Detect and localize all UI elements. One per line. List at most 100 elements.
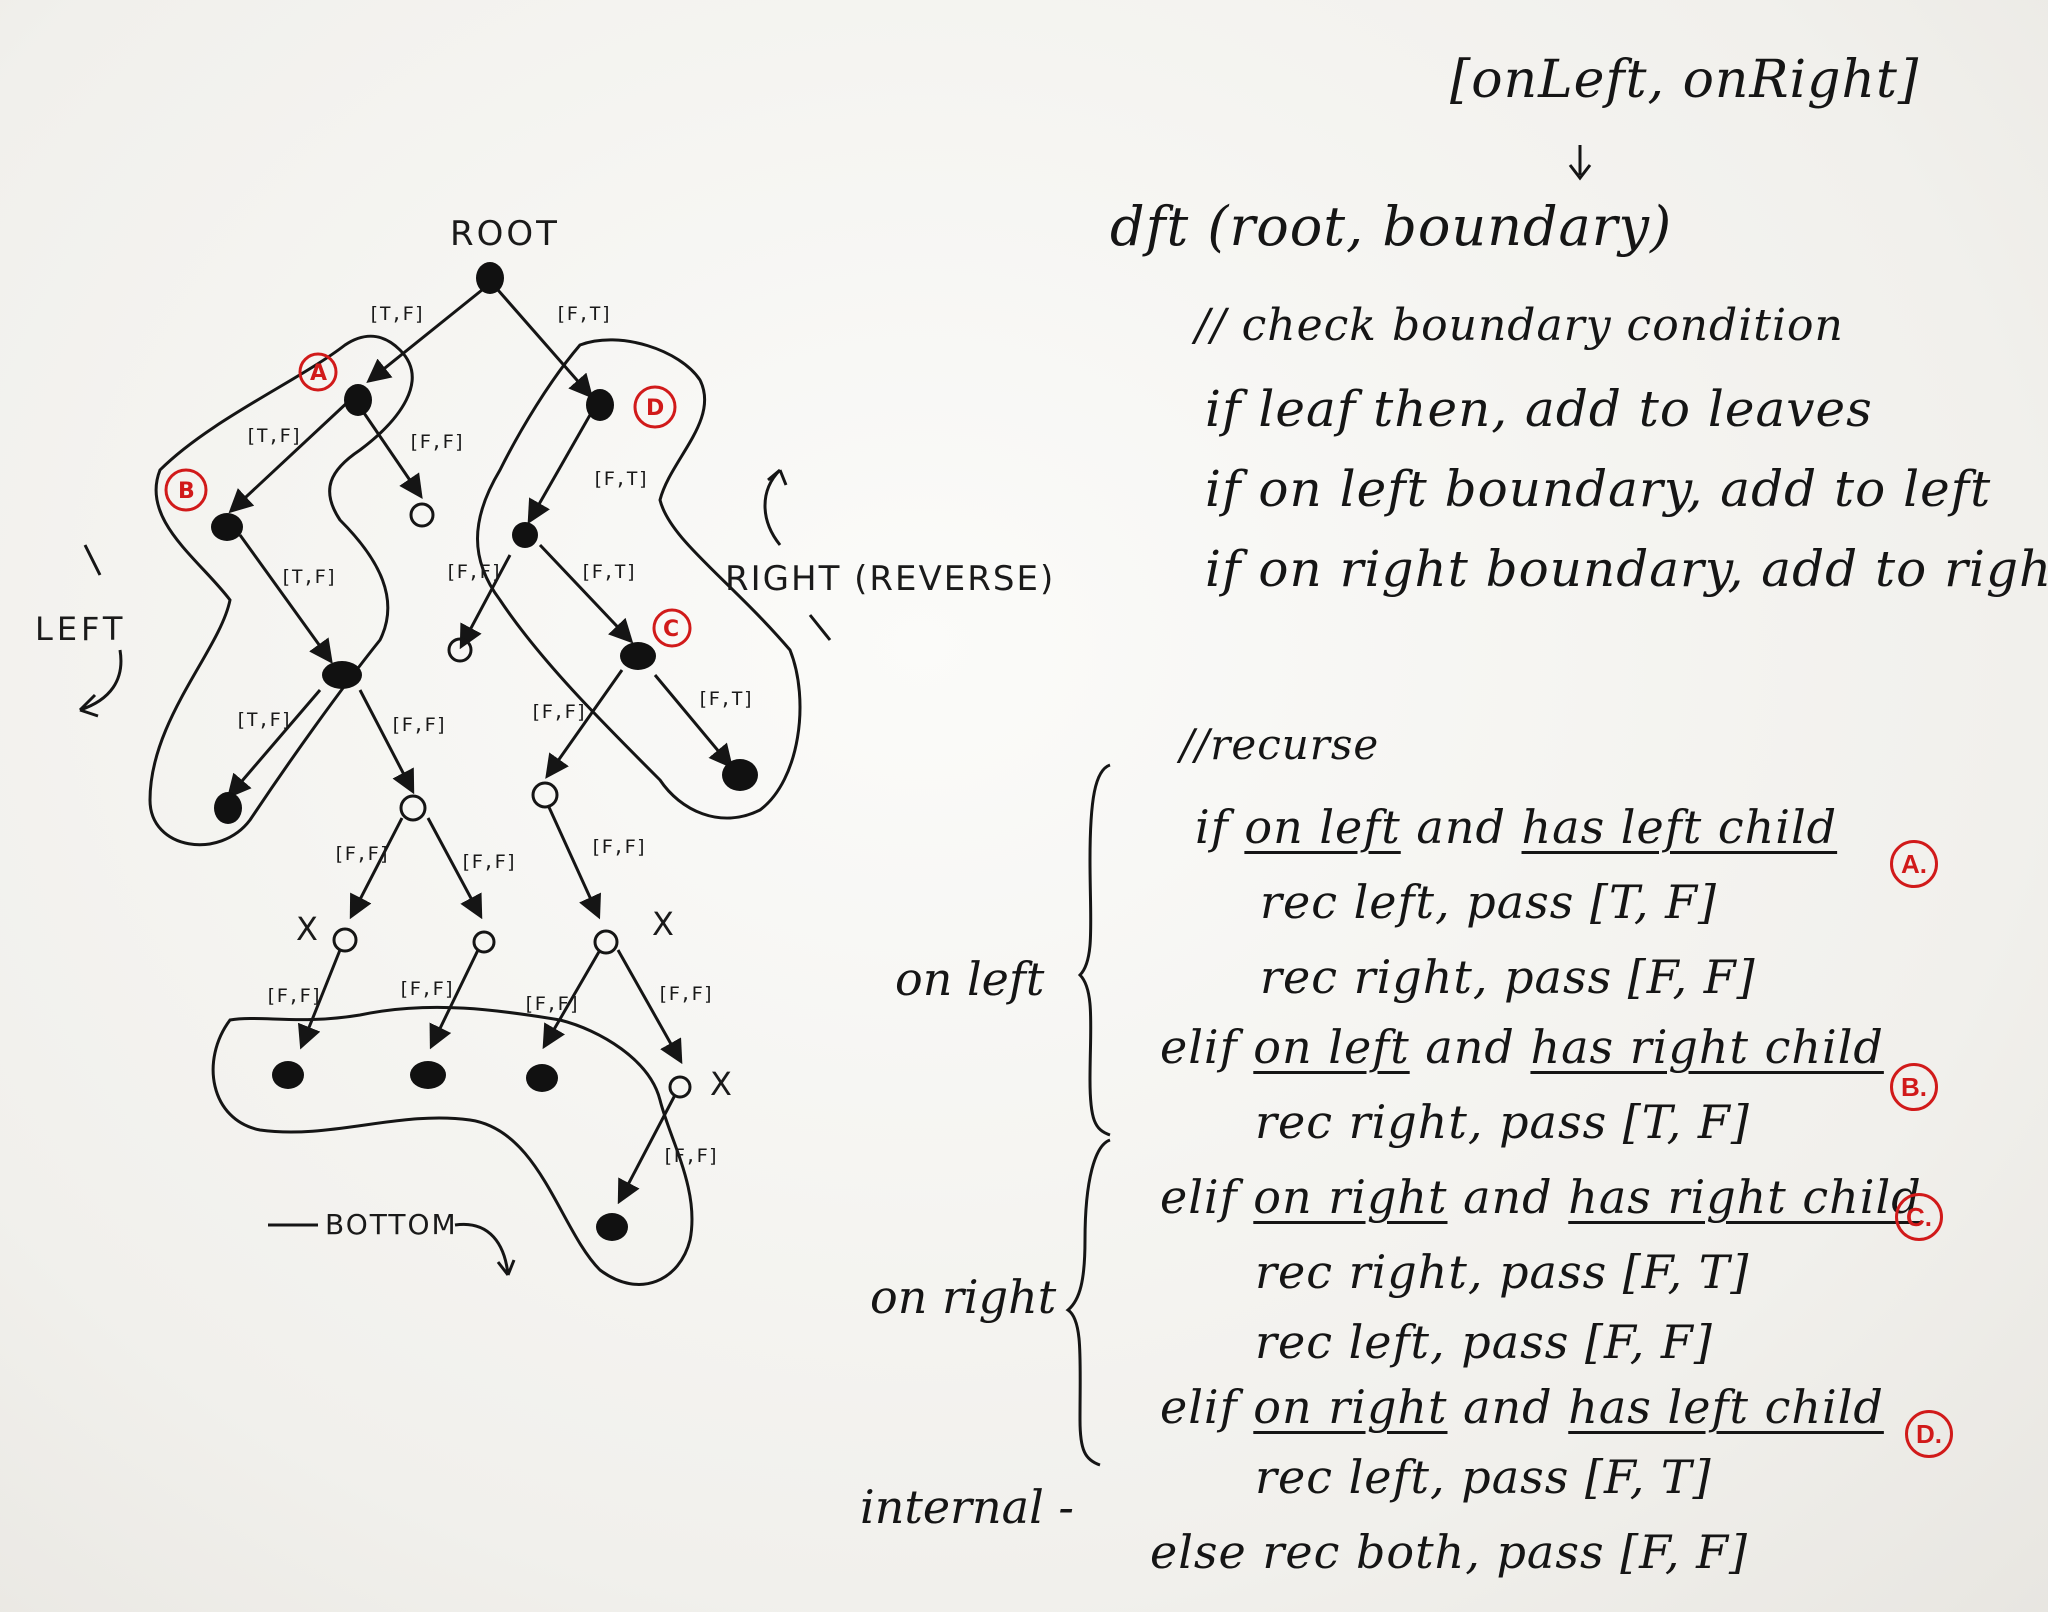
node-x1	[332, 927, 358, 953]
node-o5	[668, 1075, 692, 1099]
empty-nodes	[332, 502, 692, 1099]
check-comment: // check boundary condition	[1195, 300, 1844, 351]
rule-d-action-1: rec left, pass [F, T]	[1255, 1450, 1712, 1504]
rule-d-condition: elif on right and has left child	[1160, 1380, 1884, 1434]
edge-label-e-c: [F,T]	[580, 561, 637, 583]
rule-a-action-2: rec right, pass [F, F]	[1260, 950, 1756, 1004]
edge-o5-leaf	[617, 1094, 677, 1205]
rule-b-condition: elif on left and has right child	[1160, 1020, 1884, 1074]
edge-label-o5-leaf: [F,F]	[662, 1145, 719, 1167]
kw-and: and	[1425, 1020, 1515, 1074]
edge-label-root-a: [T,F]	[368, 303, 425, 325]
node-o1	[409, 502, 435, 528]
edge-o3-x	[546, 804, 601, 920]
tree-edges	[226, 288, 734, 1205]
edge-label-d-e: [F,T]	[592, 468, 649, 490]
edge-label-a-b: [T,F]	[245, 425, 302, 447]
cond-has-left-child: has left child	[1521, 800, 1838, 854]
rule-a-action-1: rec left, pass [T, F]	[1260, 875, 1717, 929]
bottom-boundary-loop	[211, 1005, 694, 1286]
cond-on-right: on right	[1253, 1380, 1448, 1434]
edge-e-c	[538, 543, 634, 644]
filled-nodes	[211, 262, 758, 1241]
badge-d: D.	[1905, 1410, 1953, 1458]
bottom-label: BOTTOM	[325, 1208, 458, 1241]
right-boundary-loop	[476, 338, 802, 820]
edge-label-o-o2: [F,F]	[460, 851, 517, 873]
edge-label-o2-leaf: [F,F]	[398, 978, 455, 1000]
edge-label-o2-leaf2: [F,F]	[523, 993, 580, 1015]
node-root	[476, 262, 504, 294]
edge-a-o1	[360, 409, 423, 499]
edge-c-leaf	[653, 674, 734, 769]
edge-a-b	[228, 398, 352, 514]
rule-b-action-1: rec right, pass [T, F]	[1255, 1095, 1750, 1149]
group-on-left: on left	[895, 952, 1045, 1006]
kw-elif: elif	[1160, 1380, 1238, 1434]
edge-label-o-x1: [F,F]	[333, 843, 390, 865]
node-leaf-b3	[526, 1064, 558, 1092]
check-line-2: if on left boundary, add to left	[1205, 460, 1992, 518]
group-on-right: on right	[870, 1270, 1057, 1324]
else-action: rec both, pass [F, F]	[1262, 1525, 1748, 1579]
node-leaf-b2	[410, 1061, 446, 1089]
group-internal: internal -	[860, 1480, 1074, 1534]
edge-label-a-o1: [F,F]	[408, 431, 465, 453]
node-leaf-b4	[596, 1213, 628, 1241]
node-leaf-right	[722, 759, 758, 791]
edge-label-root-d: [F,T]	[555, 303, 612, 325]
left-boundary-loop	[148, 334, 414, 847]
badge-b: B.	[1890, 1063, 1938, 1111]
node-d	[586, 389, 614, 421]
edge-label-x-o5: [F,F]	[657, 983, 714, 1005]
marker-b: B	[178, 479, 195, 504]
edge-label-b-f: [T,F]	[280, 566, 337, 588]
edge-c-o	[545, 669, 624, 779]
boundary-array: [onLeft, onRight]	[1450, 50, 1920, 110]
edge-o-x1	[349, 817, 404, 920]
check-line-3: if on right boundary, add to righ	[1205, 540, 2048, 598]
recurse-comment: //recurse	[1180, 720, 1380, 769]
kw-if: if	[1195, 800, 1229, 854]
edge-x-o5	[616, 949, 683, 1065]
node-a	[344, 384, 372, 416]
kw-and: and	[1463, 1170, 1553, 1224]
kw-and: and	[1463, 1380, 1553, 1434]
on-left-brace	[1077, 763, 1111, 1137]
cond-on-left: on left	[1244, 800, 1401, 854]
cond-has-right-child: has right child	[1568, 1170, 1922, 1224]
rule-c-condition: elif on right and has right child	[1160, 1170, 1922, 1224]
badge-a: A.	[1890, 840, 1938, 888]
red-markers: A B C D	[164, 352, 692, 648]
node-b	[211, 513, 243, 541]
node-f	[322, 661, 362, 689]
marker-c: C	[663, 617, 679, 642]
node-o2	[472, 930, 496, 954]
node-o-e	[447, 637, 473, 663]
rule-a-condition: if on left and has left child	[1195, 800, 1837, 854]
edge-root-a	[366, 288, 483, 384]
edge-d-e	[527, 414, 592, 525]
kw-elif: elif	[1160, 1170, 1238, 1224]
kw-else: else	[1150, 1525, 1247, 1579]
node-c	[620, 642, 656, 670]
cond-on-left: on left	[1253, 1020, 1410, 1074]
node-leaf-b1	[272, 1061, 304, 1089]
edge-label-c-leaf: [F,T]	[697, 688, 754, 710]
edge-e-o	[459, 554, 512, 650]
x-mark-1: X	[296, 910, 318, 948]
edge-b-f	[238, 534, 333, 664]
rule-else: else rec both, pass [F, F]	[1150, 1525, 1748, 1579]
on-right-brace	[1065, 1138, 1111, 1467]
marker-a: A	[310, 361, 327, 386]
edge-label-c-o: [F,F]	[530, 701, 587, 723]
kw-elif: elif	[1160, 1020, 1238, 1074]
node-o3	[593, 929, 619, 955]
edge-f-o	[358, 689, 415, 795]
edge-labels: [T,F] [F,T] [T,F] [F,F] [F,T] [F,F] [F,T…	[235, 303, 754, 1167]
edge-x1-leaf	[297, 949, 342, 1050]
edge-label-e-o: [F,F]	[445, 561, 502, 583]
cond-on-right: on right	[1253, 1170, 1448, 1224]
